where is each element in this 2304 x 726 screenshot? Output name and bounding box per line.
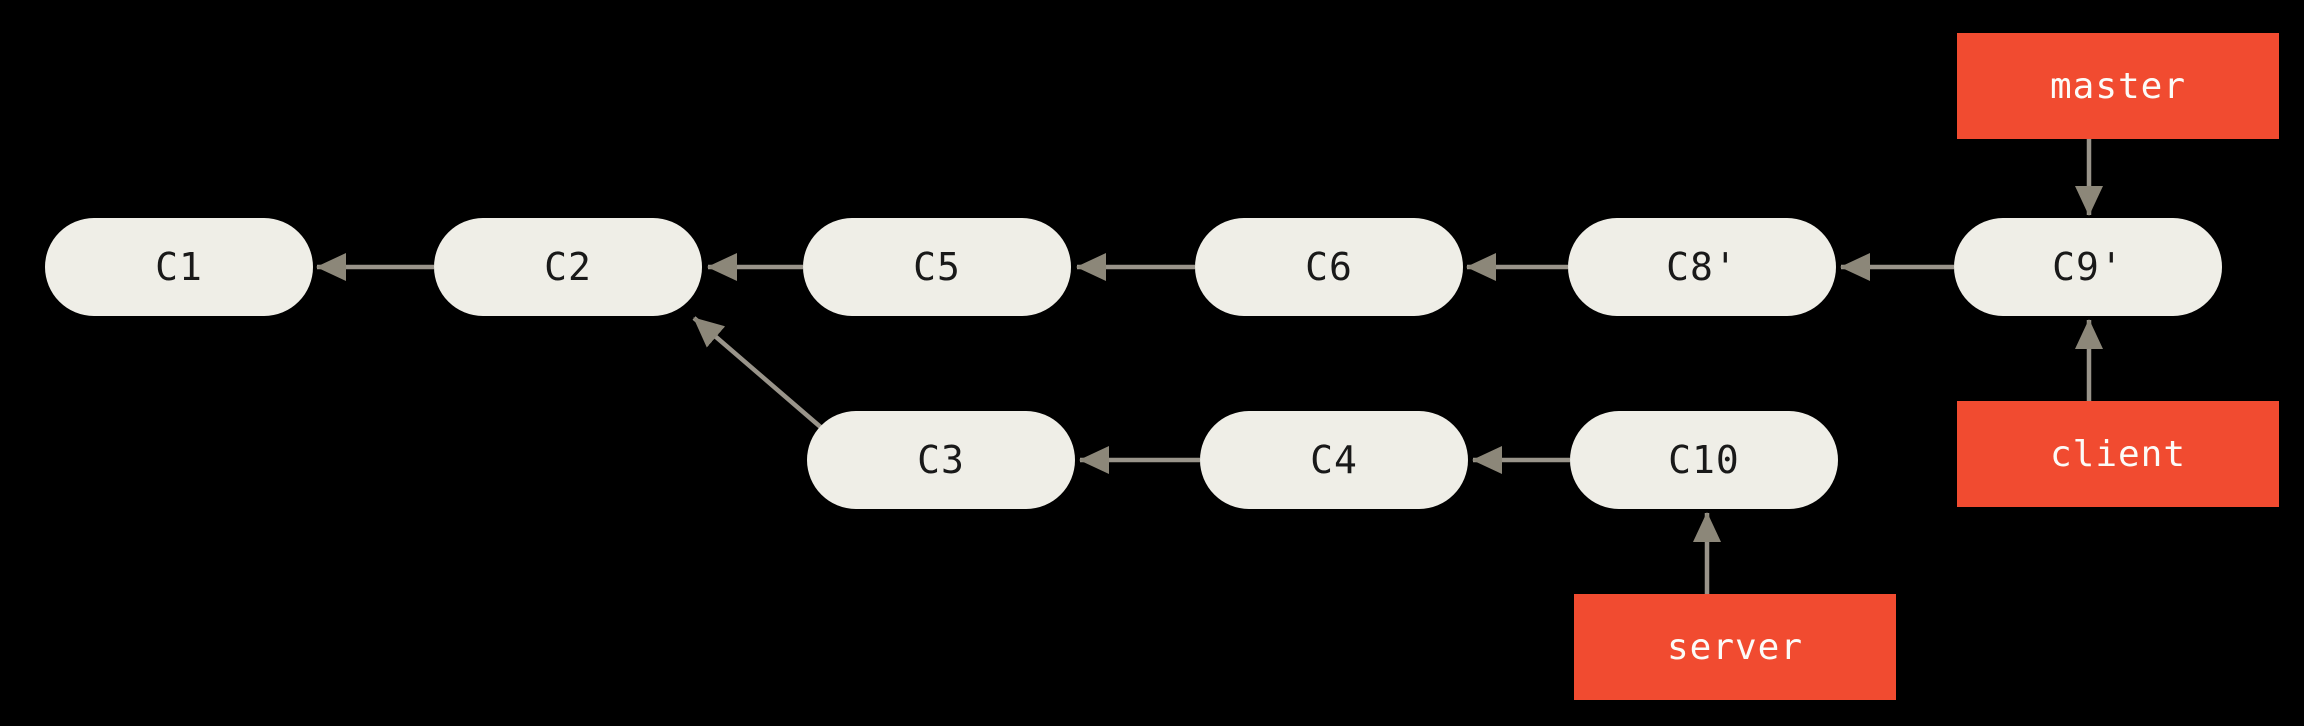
commit-label: C10 [1668, 438, 1740, 482]
edge-c3-to-c2 [692, 316, 826, 432]
commit-label: C6 [1305, 245, 1353, 289]
commit-label: C1 [155, 245, 203, 289]
commit-node-c3: C3 [807, 411, 1075, 509]
commit-label: C9' [2052, 245, 2124, 289]
commit-label: C4 [1310, 438, 1358, 482]
commit-node-c6: C6 [1195, 218, 1463, 316]
commit-label: C2 [544, 245, 592, 289]
branch-label-text: server [1666, 626, 1804, 668]
commit-label: C8' [1666, 245, 1738, 289]
branch-label-master: master [1957, 33, 2279, 139]
commit-node-c9-prime: C9' [1954, 218, 2222, 316]
branch-label-server: server [1574, 594, 1896, 700]
commit-node-c5: C5 [803, 218, 1071, 316]
commit-label: C3 [917, 438, 965, 482]
branch-label-client: client [1957, 401, 2279, 507]
commit-node-c1: C1 [45, 218, 313, 316]
branch-label-text: client [2049, 433, 2187, 475]
branch-label-text: master [2049, 65, 2187, 107]
commit-node-c10: C10 [1570, 411, 1838, 509]
commit-node-c8-prime: C8' [1568, 218, 1836, 316]
commit-node-c4: C4 [1200, 411, 1468, 509]
commit-node-c2: C2 [434, 218, 702, 316]
commit-label: C5 [913, 245, 961, 289]
